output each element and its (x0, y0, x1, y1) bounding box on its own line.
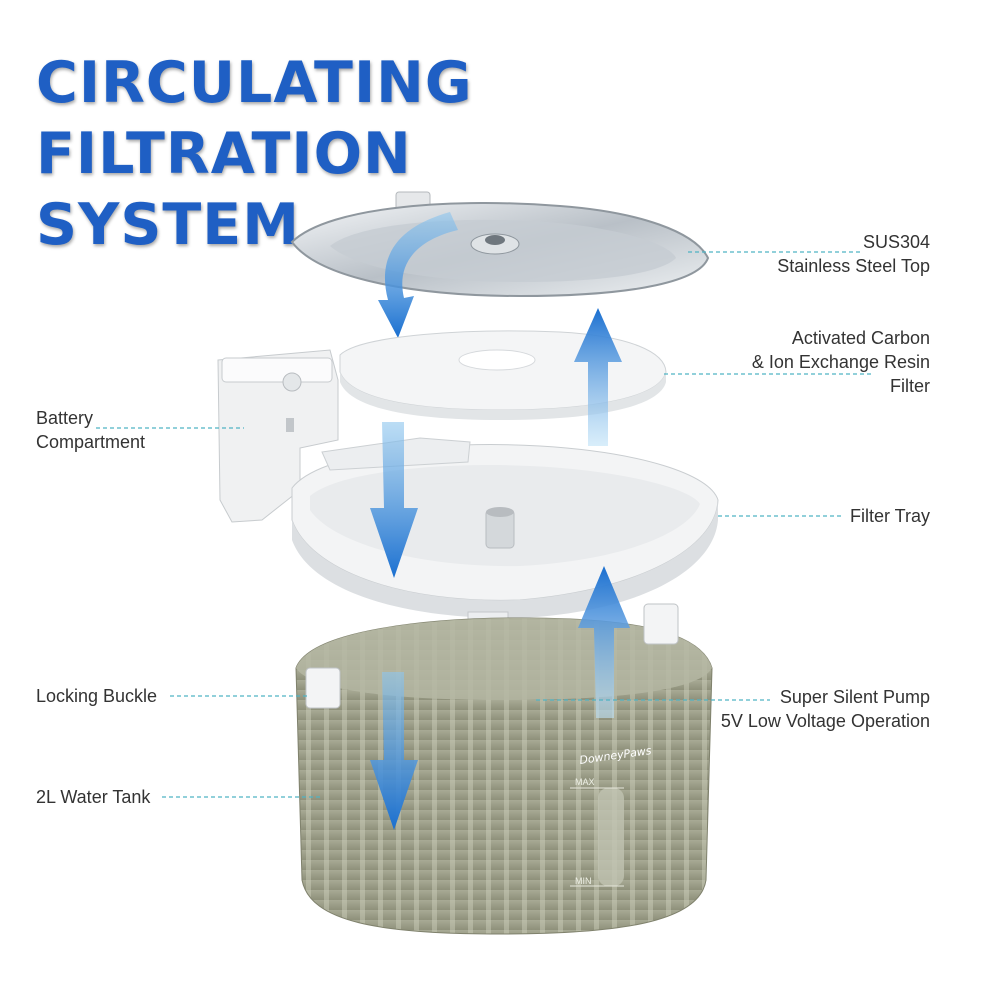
tank-min-mark: MIN (575, 876, 592, 886)
label-water-tank: 2L Water Tank (36, 787, 151, 807)
battery-compartment (217, 349, 339, 523)
steel-top (290, 191, 710, 298)
leader-lines (96, 251, 872, 798)
locking-buckle-right (643, 603, 679, 645)
page-title: CIRCULATING FILTRATION SYSTEM (36, 48, 473, 261)
label-locking-buckle: Locking Buckle (36, 686, 158, 706)
locking-buckle-left (305, 667, 341, 709)
flow-arrow-down-tank (370, 672, 418, 830)
filter-tray (291, 437, 719, 619)
flow-arrow-curved (378, 212, 458, 338)
carbon-filter-disc (339, 330, 667, 420)
flow-arrow-down-tray (370, 422, 418, 578)
tank-max-mark: MAX (575, 777, 595, 787)
title-line-1: CIRCULATING (36, 50, 473, 116)
label-carbon-filter: Activated Carbon & Ion Exchange Resin Fi… (751, 328, 930, 396)
flow-arrows (370, 308, 630, 830)
title-line-2: FILTRATION (36, 121, 412, 187)
flow-arrow-up-filter (574, 308, 622, 446)
flow-arrow-up-tank (578, 566, 630, 718)
label-pump: Super Silent Pump 5V Low Voltage Operati… (720, 687, 930, 731)
title-line-3: SYSTEM (36, 192, 300, 258)
label-steel-top: SUS304 Stainless Steel Top (777, 232, 930, 276)
water-tank: MAX MIN DowneyPaws (295, 603, 713, 935)
label-battery-compartment: Battery Compartment (36, 408, 146, 452)
label-filter-tray: Filter Tray (849, 506, 930, 526)
